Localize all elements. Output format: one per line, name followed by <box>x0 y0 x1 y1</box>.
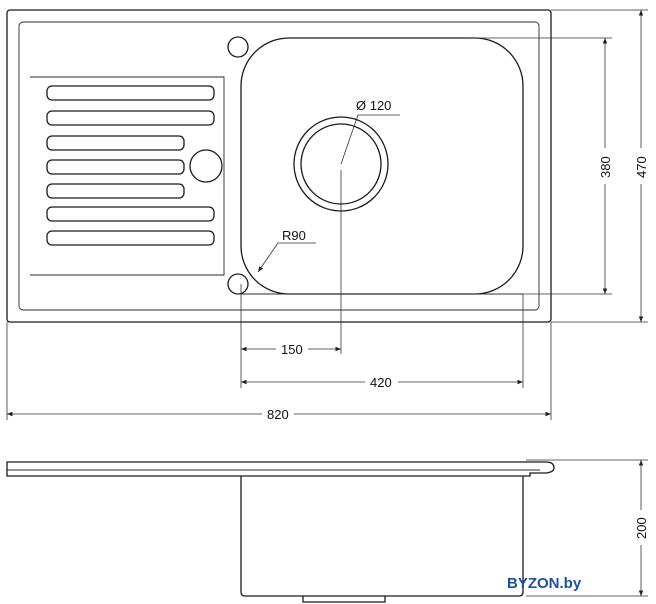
offset-label: 150 <box>281 342 303 357</box>
drainer-groove <box>46 159 185 175</box>
width-dimensions: 150 420 820 <box>6 170 552 422</box>
side-view: 200 <box>6 459 649 603</box>
bowl-height-label: 200 <box>634 517 649 539</box>
side-drain-outlet <box>302 596 386 603</box>
tap-hole-bottom <box>227 273 249 295</box>
bowl-length-label: 380 <box>598 156 613 178</box>
drainer-groove <box>46 230 215 246</box>
drainer-groove <box>46 135 185 151</box>
drainer-groove <box>46 206 215 222</box>
brand-watermark: BYZON.by <box>507 575 582 592</box>
side-bowl-body <box>240 476 524 597</box>
radius-label: R90 <box>282 228 306 243</box>
tap-hole-top <box>227 36 249 58</box>
side-rim <box>6 461 555 477</box>
total-width-label: 820 <box>267 407 289 422</box>
bowl-width-label: 420 <box>370 375 392 390</box>
radius-callout: R90 <box>257 228 316 273</box>
bowl-outline <box>240 37 524 295</box>
drainer-board <box>30 76 225 276</box>
overflow-hole <box>189 149 223 183</box>
drainer-groove <box>46 110 215 126</box>
total-length-label: 470 <box>634 156 649 178</box>
drainer-groove <box>46 183 185 199</box>
sink-inner-rim <box>18 21 540 311</box>
top-view <box>6 9 552 323</box>
sink-outer-outline <box>6 9 552 323</box>
diameter-label: Ø 120 <box>356 98 391 113</box>
length-dimensions: 380 470 <box>470 9 649 323</box>
diameter-callout: Ø 120 <box>340 98 400 165</box>
drainer-groove <box>46 85 215 101</box>
